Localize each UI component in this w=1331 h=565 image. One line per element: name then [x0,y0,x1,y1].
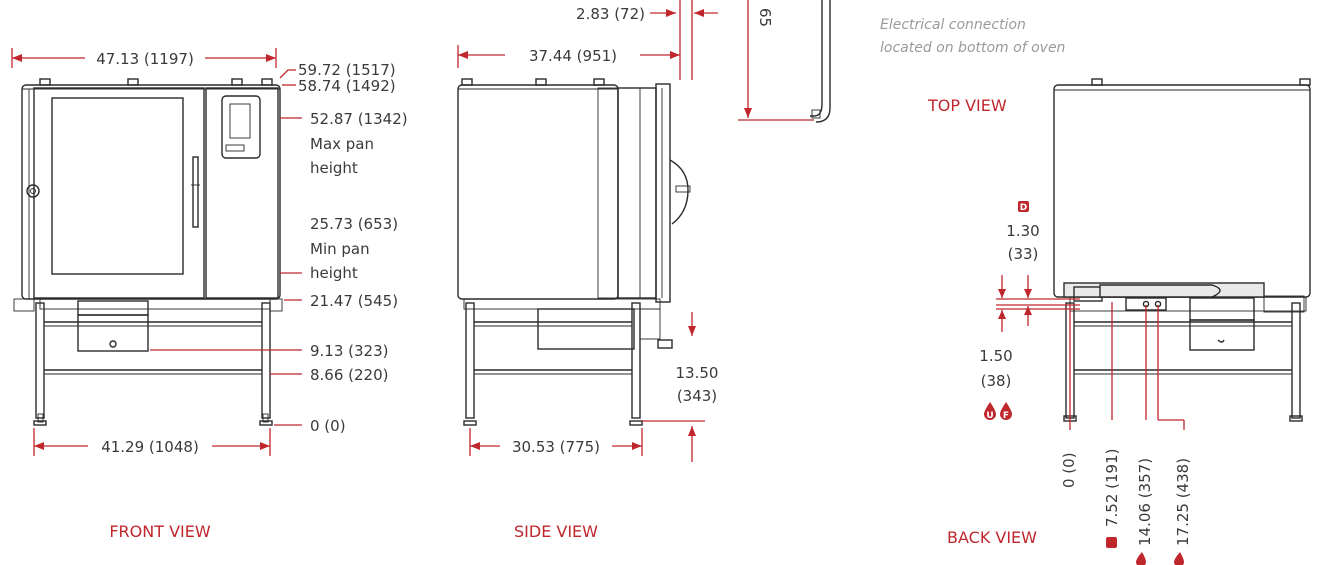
dim-130-a: 1.30 [1006,222,1039,240]
drain-d-badge-icon [1018,201,1029,212]
front-top-height-label: 58.74 (1492) [298,77,396,95]
front-view: 47.13 (1197) 59.72 (1517) 58.74 (1492) 5… [11,48,408,541]
dim-150-b: (38) [981,372,1012,390]
water-connection [657,339,673,349]
side-oven-body [457,84,619,300]
back-oven-body [1053,84,1311,298]
stand-leg-left [35,302,45,419]
conn-height-line1: 13.50 [676,364,719,382]
door-window [51,97,184,275]
max-pan-line1: Max pan [310,135,374,153]
door-swing-detail: 65 [738,0,831,123]
back-dim-438: 17.25 (438) [1174,458,1192,546]
height-545-label: 21.47 (545) [310,292,398,310]
back-f-drop-icon [1174,552,1184,565]
electrical-note-line2: located on bottom of oven [880,40,1065,56]
height-0-label: 0 (0) [310,417,346,435]
water-u-drop-icon [984,402,996,420]
leg-depth-label: 30.53 (775) [512,438,600,456]
max-pan-value: 52.87 (1342) [310,110,408,128]
back-dim-357: 14.06 (357) [1136,458,1154,546]
back-view: Electrical connection located on bottom … [880,17,1311,565]
front-oven-body [21,84,281,300]
water-f-drop-icon [1000,402,1012,420]
back-u-drop-icon [1136,552,1146,565]
door-lock-icon [26,184,40,198]
back-dim-191: 7.52 (191) [1103,448,1121,527]
front-view-title: FRONT VIEW [109,522,211,541]
back-dim-0: 0 (0) [1060,452,1078,488]
top-view-title: TOP VIEW [927,96,1007,115]
front-door [33,87,205,299]
control-panel [205,87,279,299]
front-width-label: 47.13 (1197) [96,50,194,68]
water-u-label: U [986,411,993,421]
door-swing-label: 65 [756,8,774,27]
dim-150-a: 1.50 [979,347,1012,365]
max-pan-line2: height [310,159,358,177]
back-view-title: BACK VIEW [947,528,1037,547]
water-f-label: F [1003,411,1009,421]
side-depth-label: 37.44 (951) [529,47,617,65]
back-d-badge-icon [1106,537,1117,548]
min-pan-line2: height [310,264,358,282]
stand-leg-right [261,302,271,419]
side-handle [669,159,689,225]
drain-box [77,314,149,352]
min-pan-value: 25.73 (653) [310,215,398,233]
side-door-profile [655,83,671,303]
conn-height-line2: (343) [677,387,717,405]
min-pan-line1: Min pan [310,240,370,258]
front-total-height-label: 59.72 (1517) [298,61,396,79]
height-220-label: 8.66 (220) [310,366,389,384]
drain-d-badge-text: D [1020,203,1027,213]
side-view-title: SIDE VIEW [514,522,598,541]
door-handle [192,156,199,228]
side-view: 37.44 (951) 2.83 (72) 13.50 (343) 30.53 … [457,0,719,541]
handle-depth-label: 2.83 (72) [576,5,645,23]
electrical-note-line1: Electrical connection [880,17,1026,33]
back-drain-box [1189,319,1255,351]
height-323-label: 9.13 (323) [310,342,389,360]
dim-130-b: (33) [1008,245,1039,263]
leg-width-label: 41.29 (1048) [101,438,199,456]
